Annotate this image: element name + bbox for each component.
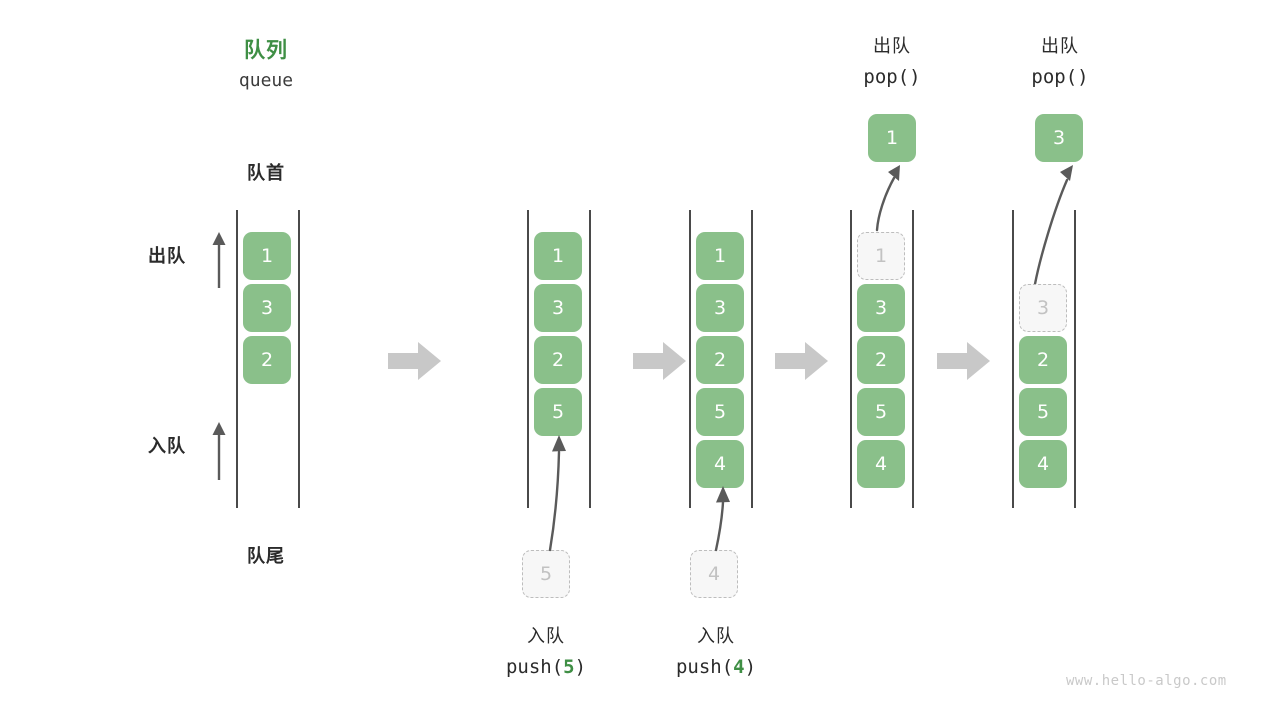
queue-cell: 4 <box>857 440 905 488</box>
rear-label: 队尾 <box>247 546 285 567</box>
pop-header-cn: 出队 <box>1041 36 1079 57</box>
push-code-prefix: push( <box>505 656 564 678</box>
popped-cell: 1 <box>868 114 916 162</box>
queue-title-cn: 队列 <box>244 38 288 62</box>
queue-rail-left-4 <box>850 210 852 508</box>
incoming-ghost-cell: 4 <box>690 550 738 598</box>
push-code-num: 4 <box>733 656 745 678</box>
push-curved-arrow-icon <box>688 482 758 554</box>
queue-cell: 1 <box>696 232 744 280</box>
queue-cell: 3 <box>243 284 291 332</box>
queue-rail-right-2 <box>589 210 591 508</box>
queue-cell-new: 5 <box>534 388 582 436</box>
queue-cell-removed: 1 <box>857 232 905 280</box>
flow-arrow-icon <box>775 340 829 382</box>
queue-cell: 3 <box>857 284 905 332</box>
queue-cell: 2 <box>534 336 582 384</box>
incoming-ghost-cell: 5 <box>522 550 570 598</box>
push-code-suffix: ) <box>744 656 757 678</box>
queue-cell: 1 <box>243 232 291 280</box>
push-caption-code: push(4) <box>656 656 776 678</box>
push-curved-arrow-icon <box>520 430 590 555</box>
queue-cell-empty <box>1019 232 1067 280</box>
pop-direction-arrow-icon <box>206 230 232 290</box>
flow-arrow-icon <box>937 340 991 382</box>
pop-header-cn: 出队 <box>873 36 911 57</box>
queue-rail-left-2 <box>527 210 529 508</box>
queue-title-en: queue <box>238 70 294 91</box>
queue-cell: 3 <box>534 284 582 332</box>
pop-direction-label: 出队 <box>148 246 186 267</box>
front-label: 队首 <box>247 163 285 184</box>
queue-cell: 3 <box>696 284 744 332</box>
queue-rail-right-4 <box>912 210 914 508</box>
queue-rail-right-3 <box>751 210 753 508</box>
pop-header-code: pop() <box>863 66 921 88</box>
pop-header-code: pop() <box>1031 66 1089 88</box>
queue-cell: 4 <box>1019 440 1067 488</box>
pop-curved-arrow-icon <box>852 162 922 234</box>
queue-cell: 2 <box>1019 336 1067 384</box>
queue-cell: 5 <box>857 388 905 436</box>
watermark: www.hello-algo.com <box>1066 673 1227 689</box>
queue-rail-left-1 <box>236 210 238 508</box>
queue-cell-removed: 3 <box>1019 284 1067 332</box>
push-code-prefix: push( <box>675 656 734 678</box>
push-caption-code: push(5) <box>486 656 606 678</box>
push-code-num: 5 <box>563 656 575 678</box>
push-caption-cn: 入队 <box>527 626 565 647</box>
push-direction-arrow-icon <box>206 420 232 482</box>
queue-cell: 5 <box>1019 388 1067 436</box>
flow-arrow-icon <box>388 340 442 382</box>
queue-rail-right-5 <box>1074 210 1076 508</box>
queue-rail-left-5 <box>1012 210 1014 508</box>
queue-cell: 2 <box>696 336 744 384</box>
popped-cell: 3 <box>1035 114 1083 162</box>
queue-cell-new: 4 <box>696 440 744 488</box>
push-direction-label: 入队 <box>148 436 186 457</box>
queue-rail-left-3 <box>689 210 691 508</box>
queue-cell: 5 <box>696 388 744 436</box>
push-caption-cn: 入队 <box>697 626 735 647</box>
queue-cell: 2 <box>243 336 291 384</box>
push-code-suffix: ) <box>574 656 587 678</box>
queue-cell: 1 <box>534 232 582 280</box>
flow-arrow-icon <box>633 340 687 382</box>
queue-rail-right-1 <box>298 210 300 508</box>
queue-cell: 2 <box>857 336 905 384</box>
pop-curved-arrow-icon <box>1012 162 1092 287</box>
